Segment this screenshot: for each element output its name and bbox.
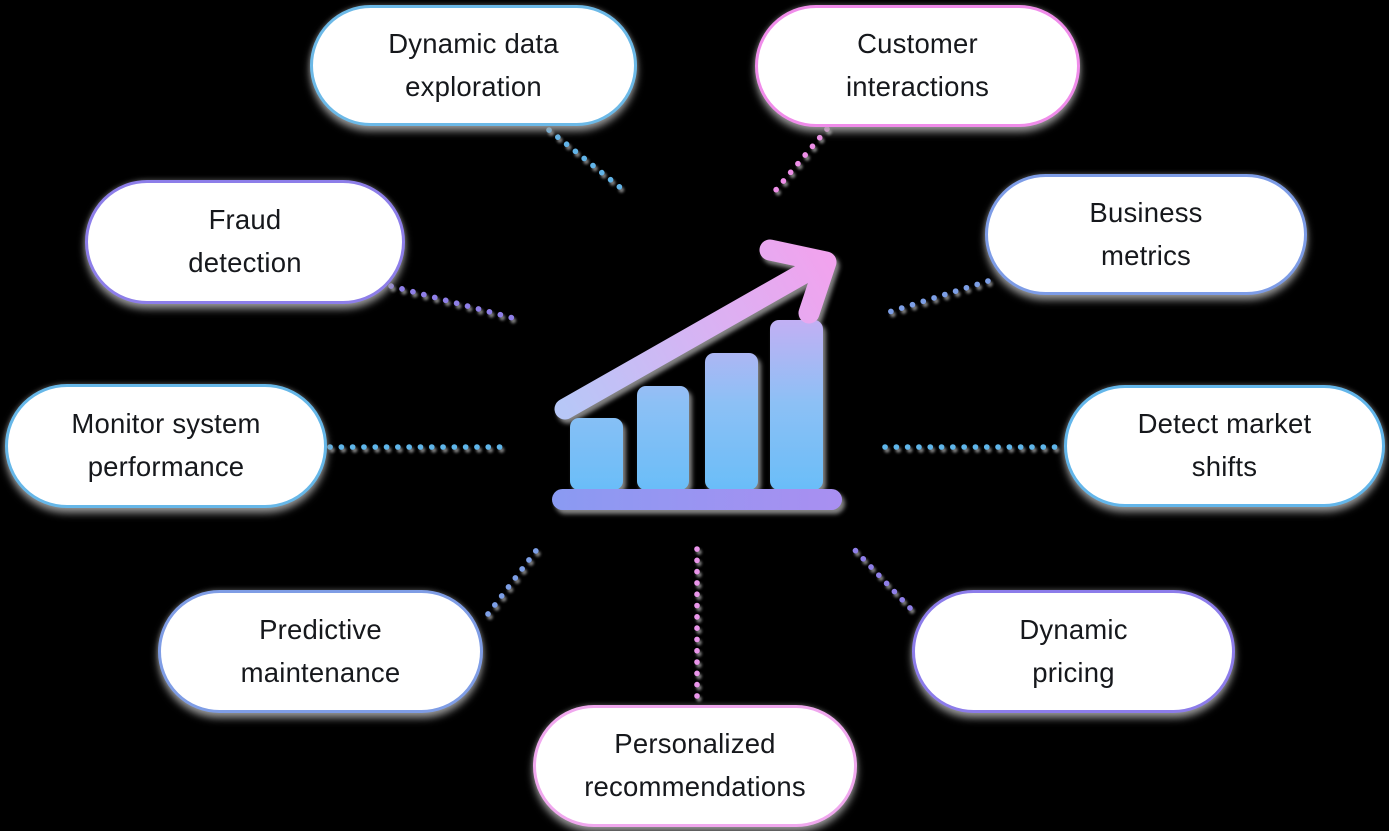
connector-customer-interactions [772, 126, 830, 194]
node-personalized-recommendations: Personalized recommendations [533, 705, 857, 827]
connector-business-metrics [883, 278, 991, 316]
connector-dynamic-data-exploration [546, 127, 630, 196]
rising-arrow-shaft [554, 261, 817, 420]
node-customer-interactions: Customer interactions [755, 5, 1080, 127]
node-label: Fraud detection [188, 204, 302, 278]
node-label: Personalized recommendations [584, 728, 806, 802]
chart-bar-1 [570, 418, 623, 490]
node-fraud-detection: Fraud detection [85, 180, 405, 304]
node-dynamic-pricing: Dynamic pricing [912, 590, 1235, 713]
chart-bar-4 [770, 320, 823, 490]
node-label: Predictive maintenance [240, 613, 401, 688]
node-predictive-maintenance: Predictive maintenance [158, 590, 483, 713]
chart-baseline [552, 489, 842, 510]
node-label: Detect market shifts [1137, 408, 1312, 482]
node-monitor-system-performance: Monitor system performance [5, 384, 327, 508]
node-label: Customer interactions [845, 28, 990, 102]
node-dynamic-data-exploration: Dynamic data exploration [310, 5, 637, 126]
growth-chart-icon [552, 239, 842, 510]
chart-bar-3 [705, 353, 758, 490]
node-label: Monitor system performance [71, 408, 261, 482]
node-label: Dynamic pricing [1019, 613, 1128, 688]
connector-fraud-detection [388, 283, 516, 321]
node-label: Dynamic data exploration [388, 27, 559, 102]
connector-dynamic-pricing [849, 544, 913, 611]
connector-predictive-maintenance [485, 545, 541, 617]
node-detect-market-shifts: Detect market shifts [1064, 385, 1385, 507]
node-business-metrics: Business metrics [985, 174, 1307, 295]
rising-arrow-head [759, 239, 837, 324]
node-label: Business metrics [1089, 196, 1203, 271]
chart-bar-2 [637, 386, 689, 490]
